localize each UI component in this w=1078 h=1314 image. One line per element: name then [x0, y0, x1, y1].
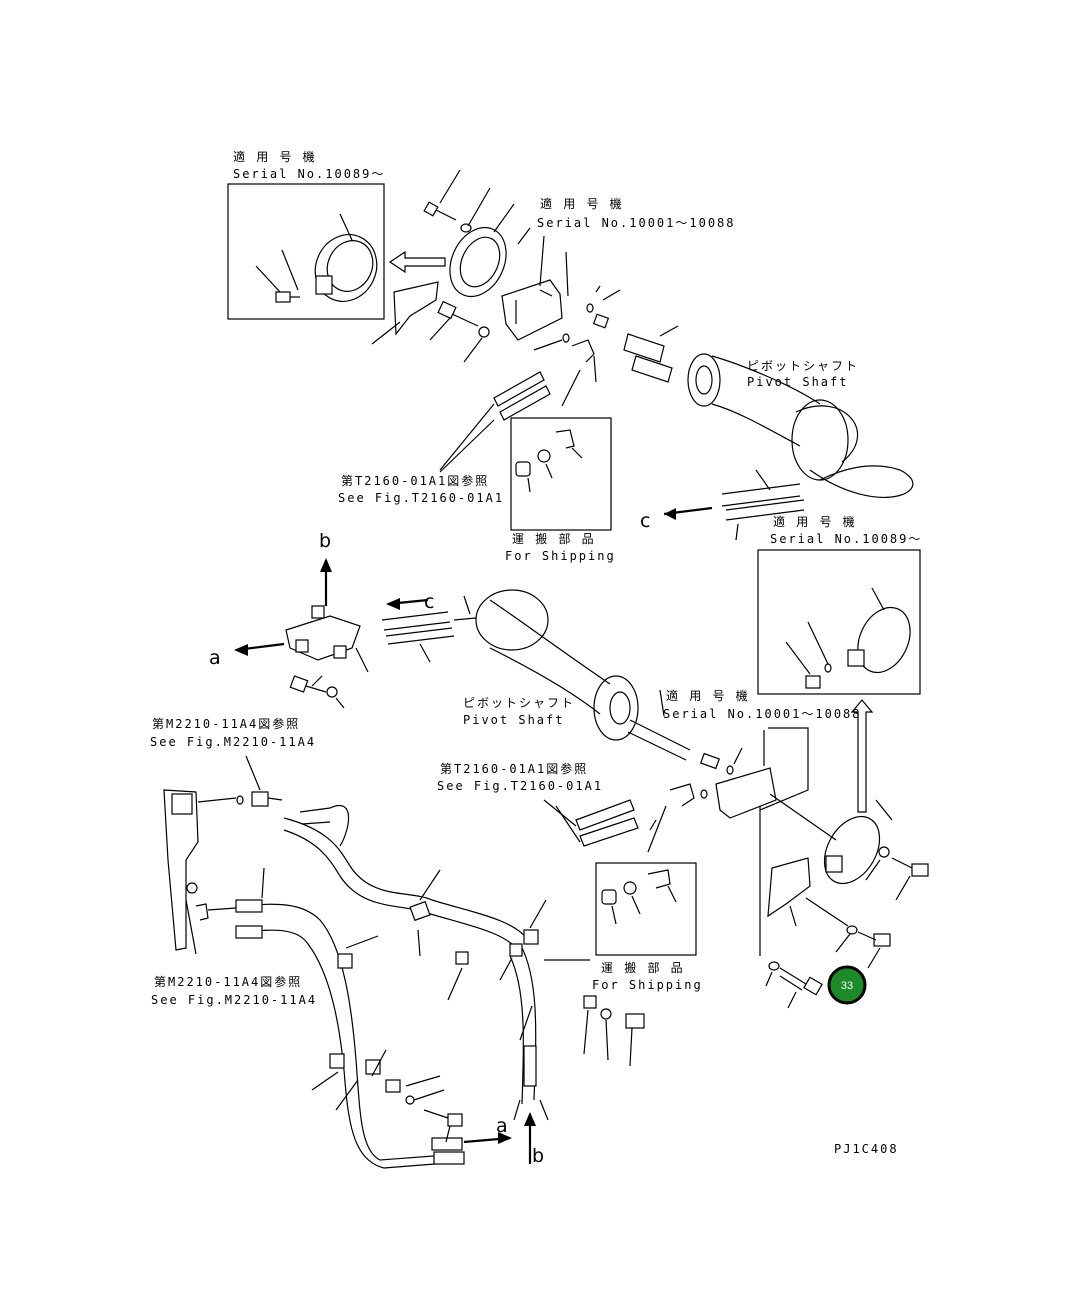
- bolt-bottom-right: [765, 967, 823, 1009]
- washer-mid-right: [878, 846, 890, 858]
- ref-a-bottom: a: [496, 1115, 508, 1137]
- hoses-top-right: [721, 469, 805, 541]
- see-m2210-top-jp: 第M2210-11A4図参照: [152, 716, 300, 731]
- leader-top-mid: [517, 227, 531, 245]
- bolt-lower-mid: [423, 1109, 463, 1143]
- ref-b-top: b: [319, 530, 331, 552]
- serial-top-mid-jp: 適 用 号 機: [540, 196, 624, 211]
- brake-tube-upper: [283, 805, 531, 955]
- leader-m2210-top: [245, 755, 261, 791]
- bolt-top-2: [429, 300, 479, 341]
- callout-badge[interactable]: 33: [827, 965, 867, 1005]
- serial-mid-en: Serial No.10001～10088: [663, 707, 862, 721]
- shipping-top-en: For Shipping: [505, 549, 616, 563]
- bolt-lower-2: [625, 1013, 645, 1067]
- pivot-mid-jp: ピボットシャフト: [463, 696, 575, 710]
- callout-number: 33: [841, 980, 853, 992]
- hose-pair-mid: [543, 799, 639, 847]
- hoses-mid-right: [627, 689, 743, 775]
- inset-box-right: [757, 549, 921, 695]
- leader-m2210-bot: [185, 899, 197, 955]
- flange-plate-mid-right: [823, 799, 893, 885]
- clamps-lower: [329, 900, 597, 1093]
- washer-top: [460, 223, 472, 233]
- brake-tube-lower: [235, 903, 537, 1169]
- leader-washer-mid-right: [865, 859, 881, 881]
- hoses-mid: [381, 595, 477, 663]
- inset-box-top-left: [227, 183, 385, 320]
- see-m2210-bot-en: See Fig.M2210-11A4: [151, 993, 317, 1007]
- washer-lower-right: [846, 925, 858, 935]
- serial-right-en: Serial No.10089～: [770, 532, 922, 546]
- pivot-top-en: Pivot Shaft: [747, 375, 848, 389]
- elbow-fittings-mid: [649, 783, 695, 831]
- see-m2210-bot-jp: 第M2210-11A4図参照: [154, 974, 302, 989]
- ref-c-top: c: [640, 510, 650, 532]
- flange-plate-inset-right: [847, 587, 911, 674]
- flange-plate-inset-top-left: [314, 213, 378, 302]
- see-m2210-top-en: See Fig.M2210-11A4: [150, 735, 316, 749]
- tee-fitting-left: [251, 791, 283, 807]
- serial-mid-jp: 適 用 号 機: [666, 688, 750, 703]
- double-arrow-mid: [647, 805, 667, 853]
- see-t2160-top-jp: 第T2160-01A1図参照: [341, 473, 489, 488]
- bolt-mid: [289, 675, 345, 709]
- bracket-lower-right: [767, 857, 849, 927]
- bolt-mid-right: [891, 857, 929, 901]
- serial-top-left-jp: 適 用 号 機: [233, 149, 317, 164]
- shipping-top-jp: 運 搬 部 品: [512, 531, 596, 546]
- shipping-parts-top: [515, 429, 583, 493]
- ref-c-mid: c: [424, 591, 434, 613]
- washer-top-2: [478, 326, 490, 338]
- pivot-top-jp: ピボットシャフト: [747, 359, 859, 373]
- see-t2160-mid-jp: 第T2160-01A1図参照: [440, 761, 588, 776]
- serial-right-jp: 適 用 号 機: [773, 514, 857, 529]
- bolt-inset-right: [785, 621, 832, 689]
- shipping-bot-en: For Shipping: [592, 978, 703, 992]
- serial-top-left-en: Serial No.10089～: [233, 167, 385, 181]
- pivot-shaft-top: [687, 353, 914, 498]
- elbow-fittings-top: [533, 333, 597, 383]
- brake-valve-body: [163, 789, 244, 951]
- arrow-to-right-inset: [850, 699, 874, 813]
- see-t2160-top-en: See Fig.T2160-01A1: [338, 491, 504, 505]
- washer-lower-2: [600, 1008, 612, 1020]
- shipping-bot-jp: 運 搬 部 品: [601, 960, 685, 975]
- washer-lower-mid: [405, 1095, 415, 1105]
- washer-left: [186, 882, 198, 894]
- bracket-top: [371, 281, 439, 345]
- block-top-mid: [501, 235, 569, 341]
- leader-block-flange: [769, 793, 837, 841]
- ref-a-left: a: [209, 647, 221, 669]
- block-mid-right: [700, 727, 809, 819]
- bolt-lower-right: [857, 931, 891, 969]
- shipping-parts-bottom: [601, 869, 677, 925]
- fitting-top-1: [586, 285, 621, 329]
- hose-connector-top: [623, 325, 679, 383]
- pivot-mid-en: Pivot Shaft: [463, 713, 564, 727]
- double-arrow-top: [561, 369, 581, 407]
- flange-plate-top: [449, 203, 515, 298]
- drawing-code: PJ1C408: [834, 1142, 899, 1156]
- leaders-lower: [311, 869, 590, 1121]
- see-t2160-mid-en: See Fig.T2160-01A1: [437, 779, 603, 793]
- shipping-box-top: [510, 417, 612, 531]
- bolt-top: [423, 169, 461, 221]
- elbow-left: [195, 903, 237, 921]
- shipping-box-bottom: [595, 862, 697, 956]
- hose-pair-top-left: [439, 371, 551, 473]
- arrow-to-inset: [388, 250, 446, 274]
- washer-bottom-right: [768, 961, 780, 971]
- bolt-inset-top-left: [255, 249, 300, 303]
- pivot-shaft-mid: [475, 589, 639, 741]
- valve-assembly-mid: [285, 605, 369, 673]
- serial-top-mid-en: Serial No.10001～10088: [537, 216, 736, 230]
- ref-b-bottom: b: [532, 1145, 544, 1167]
- hose-ends-lower: [235, 867, 537, 1165]
